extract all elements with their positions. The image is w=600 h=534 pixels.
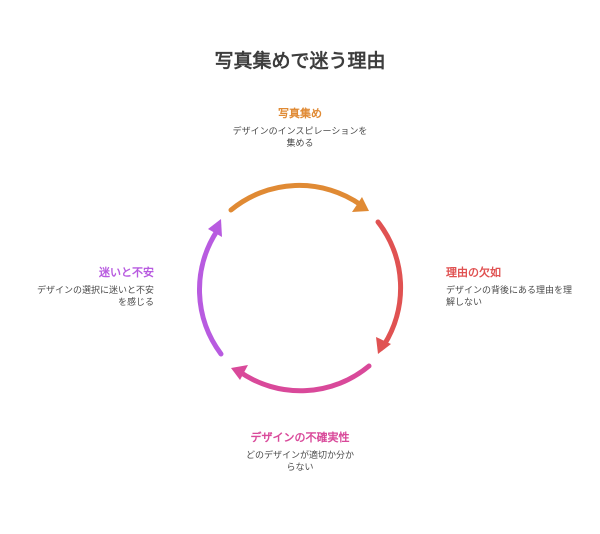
stage-description: どのデザインが適切か分からない (245, 451, 354, 473)
stage-design-uncertainty: デザインの不確実性 どのデザインが適切か分からない (242, 431, 358, 474)
arrowhead-top (352, 197, 369, 212)
arrow-uncertainty-to-anxiety (237, 363, 372, 394)
stage-description: デザインの選択に迷いと不安を感じる (36, 286, 154, 308)
arrow-photo-to-reason (228, 182, 364, 213)
stage-description: デザインのインスピレーションを集める (232, 127, 368, 149)
stage-label: デザインの不確実性 (250, 431, 350, 444)
stage-label: 迷いと不安 (99, 266, 154, 279)
arrowhead-bottom (231, 365, 248, 380)
arrow-anxiety-to-photo (197, 228, 224, 357)
arrow-reason-to-uncertainty (375, 219, 404, 348)
arrowhead-right (376, 337, 391, 354)
arrowhead-left (208, 219, 222, 237)
diagram-title: 写真集めで迷う理由 (214, 50, 386, 72)
stage-lack-of-reason: 理由の欠如 デザインの背後にある理由を理解しない (446, 266, 576, 309)
stage-label: 写真集め (278, 107, 322, 120)
stage-hesitation-anxiety: 迷いと不安 デザインの選択に迷いと不安を感じる (30, 266, 154, 309)
stage-photo-collection: 写真集め デザインのインスピレーションを集める (230, 107, 370, 150)
stage-label: 理由の欠如 (446, 266, 501, 279)
stage-description: デザインの背後にある理由を理解しない (446, 286, 573, 308)
